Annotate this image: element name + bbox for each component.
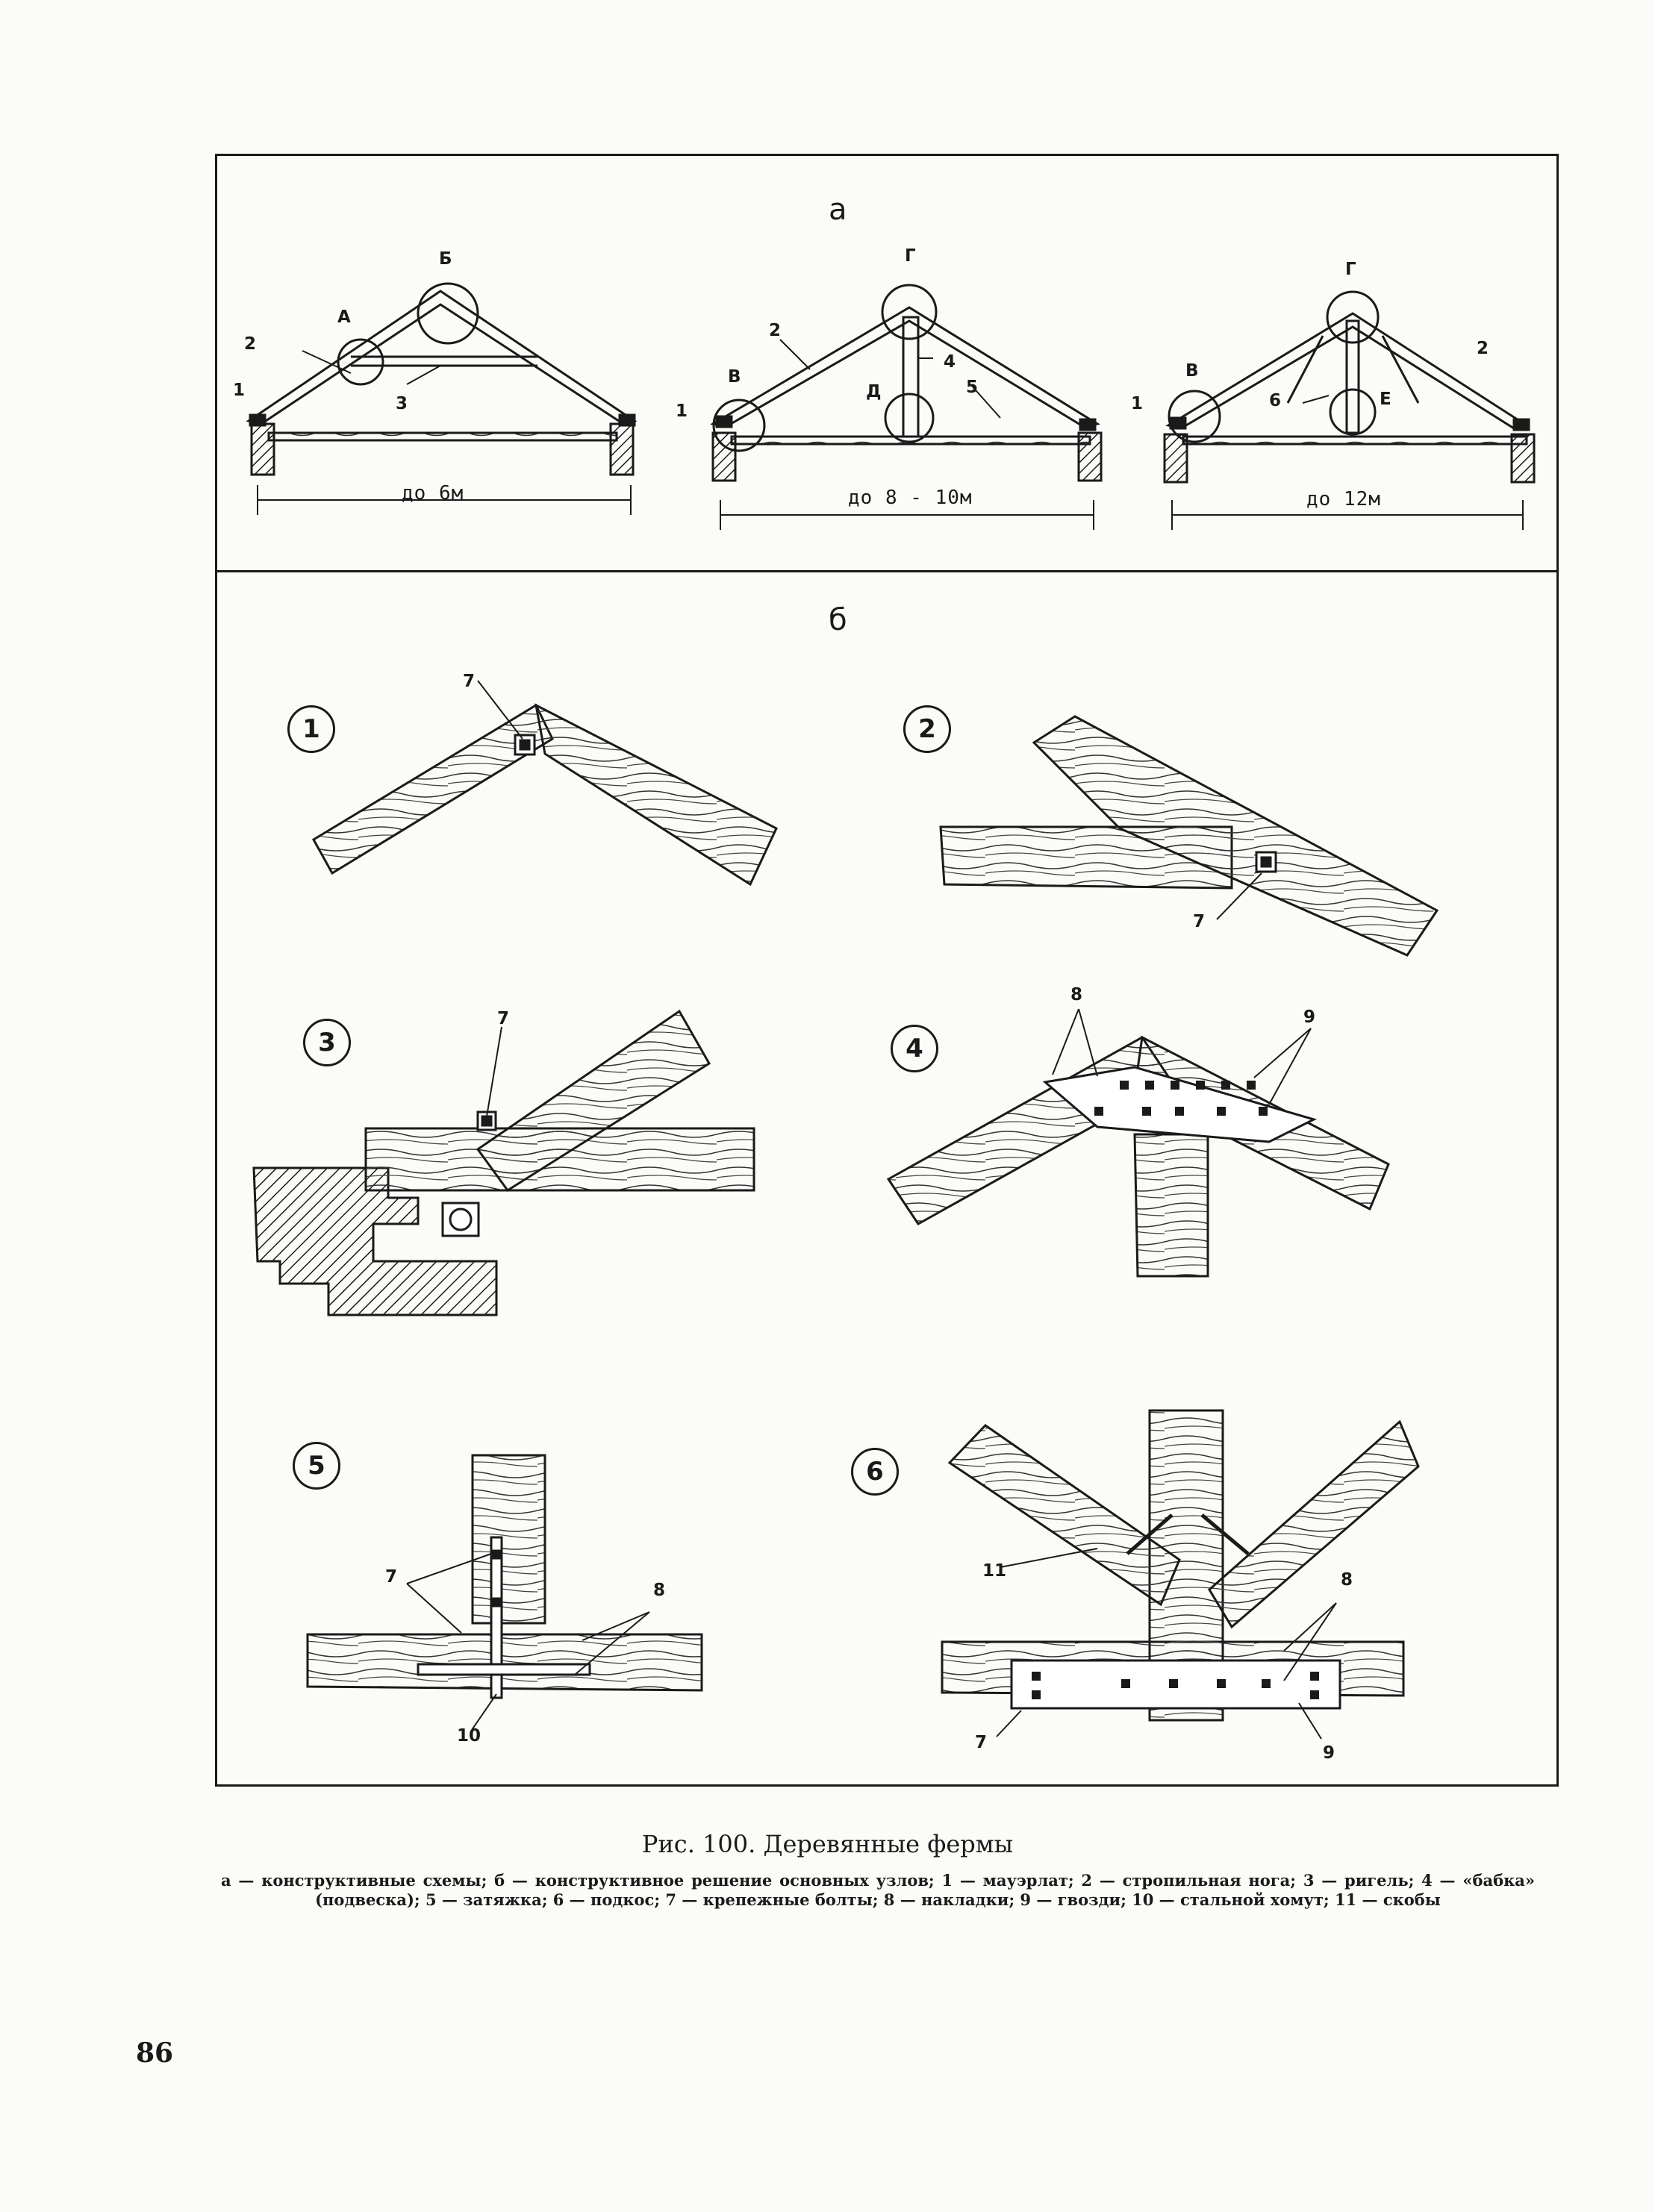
figure-legend: а — конструктивные схемы; б — конструкти…: [221, 1871, 1535, 1909]
joint-3: [252, 1009, 755, 1316]
span-label-1: до 6м: [402, 482, 464, 504]
joint-1: [311, 680, 778, 887]
scheme-2: [710, 284, 1103, 530]
scheme3-num-1: 1: [1131, 394, 1144, 413]
scheme-label-B: Б: [439, 249, 452, 269]
joint-6: [941, 1409, 1420, 1740]
scheme2-num-2: 2: [769, 321, 782, 340]
scheme1-num-2: 2: [244, 334, 257, 354]
joint-2: [939, 715, 1439, 957]
scheme3-num-6: 6: [1269, 391, 1282, 410]
callout-7-joint2: 7: [1193, 912, 1206, 931]
callout-7-joint6: 7: [975, 1733, 988, 1752]
scheme-label-G1: Г: [905, 246, 916, 266]
node-number-1: 1: [287, 705, 335, 753]
callout-7-joint3: 7: [497, 1009, 510, 1028]
scheme-label-V1: В: [728, 367, 741, 387]
section-a-label: а: [829, 193, 847, 227]
span-label-3: до 12м: [1306, 488, 1381, 510]
joint-4: [886, 1008, 1390, 1278]
callout-9-joint6: 9: [1323, 1743, 1335, 1763]
callout-7-joint5: 7: [385, 1567, 398, 1587]
page-number: 86: [136, 2037, 174, 2069]
scheme-label-E: Е: [1380, 390, 1391, 409]
callout-8-joint4: 8: [1070, 985, 1083, 1005]
joint-5: [306, 1454, 703, 1731]
scheme-1: [246, 282, 638, 515]
scheme1-num-1: 1: [233, 381, 246, 400]
scheme-label-A: А: [337, 307, 351, 327]
scheme2-num-5: 5: [966, 378, 979, 397]
scheme-3: [1163, 290, 1536, 530]
figure-caption-title: Рис. 100. Деревянные фермы: [641, 1830, 1014, 1858]
scheme-label-G2: Г: [1345, 260, 1356, 279]
figure-frame: [215, 154, 1559, 1787]
node-number-3: 3: [303, 1019, 351, 1066]
node-number-2: 2: [903, 705, 951, 753]
callout-8-joint6: 8: [1341, 1570, 1353, 1590]
callout-8-joint5: 8: [653, 1581, 666, 1600]
scheme-label-V2: В: [1185, 361, 1199, 381]
node-number-6: 6: [851, 1448, 899, 1496]
section-divider: [215, 570, 1556, 572]
callout-7-joint1: 7: [463, 672, 476, 691]
scheme2-num-4: 4: [944, 352, 956, 372]
span-label-2: до 8 - 10м: [848, 487, 973, 509]
scheme1-num-3: 3: [396, 394, 408, 413]
scheme2-num-1: 1: [676, 402, 688, 421]
scheme3-num-2: 2: [1477, 339, 1489, 358]
callout-10-joint5: 10: [457, 1726, 481, 1746]
node-number-5: 5: [293, 1442, 340, 1490]
scheme-label-D: Д: [866, 382, 882, 402]
callout-11-joint6: 11: [982, 1561, 1007, 1581]
section-b-label: б: [829, 603, 847, 637]
node-number-4: 4: [891, 1025, 938, 1072]
callout-9-joint4: 9: [1303, 1007, 1316, 1027]
